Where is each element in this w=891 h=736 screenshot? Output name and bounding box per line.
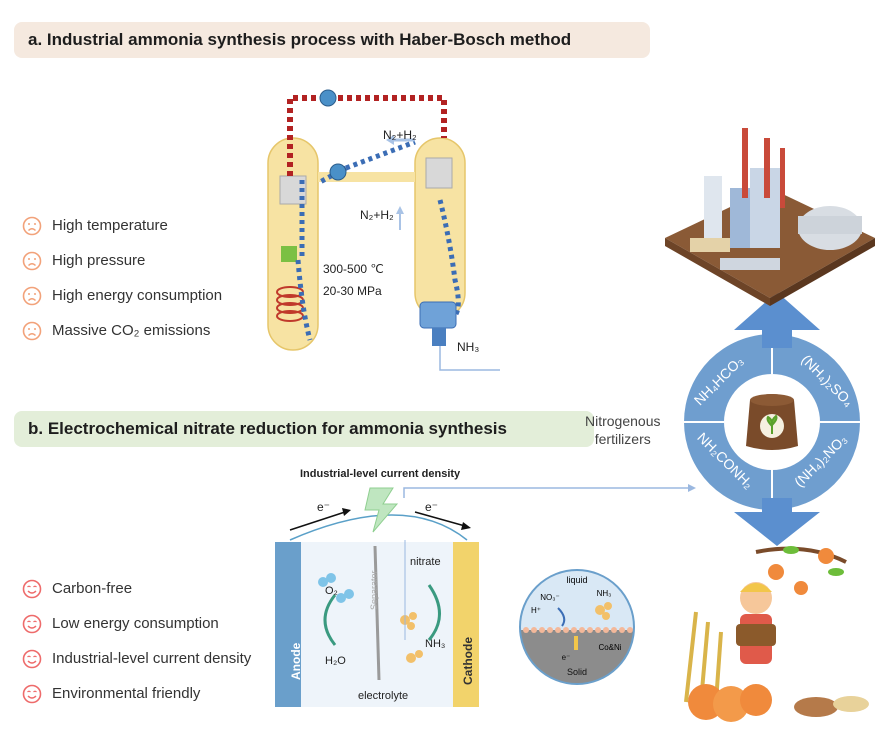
electrolyte-label: electrolyte (358, 690, 409, 702)
product-line (439, 346, 500, 371)
fertilizer-caption-line1: Nitrogenous (585, 413, 661, 429)
drawback-label: High pressure (52, 252, 146, 269)
electron-right-label: e⁻ (425, 500, 439, 514)
farm-harvest-illustration (684, 546, 869, 722)
advantage-item: Environmental friendly (22, 676, 251, 711)
advantage-item: Carbon-free (22, 571, 251, 606)
drawback-label: High temperature (52, 217, 168, 234)
arrow-to-farm (734, 498, 820, 546)
separator-membrane (373, 545, 381, 681)
electron-left-label: e⁻ (317, 500, 331, 514)
electron-arrow-right (414, 511, 466, 527)
drawback-label: High energy consumption (52, 287, 223, 304)
fertilizer-caption-line2: fertilizers (594, 431, 651, 447)
reactor-vessel-left (267, 137, 319, 351)
electrode-surface-inset: liquid NO₃⁻ H⁺ NH₃ Co&Ni e⁻ Solid (519, 569, 635, 685)
nh3-cell-label: NH₃ (425, 638, 446, 650)
inset-ammonia-label: NH₃ (597, 589, 612, 598)
advantage-label: Industrial-level current density (52, 650, 252, 667)
anode-label: Anode (289, 642, 303, 680)
cathode-label: Cathode (461, 637, 475, 685)
heat-exchanger (425, 157, 453, 189)
ammonia-product-label: NH₃ (457, 340, 480, 354)
industrial-plant-illustration (665, 128, 875, 306)
inset-electron-label: e⁻ (562, 653, 571, 662)
drawback-item: Massive CO₂ emissions (22, 313, 222, 348)
pressure-label: 20-30 MPa (323, 284, 382, 298)
catalyst-atoms (523, 627, 633, 633)
ammonia-separator (419, 301, 457, 329)
drawback-item: High energy consumption (22, 278, 222, 313)
advantage-label: Carbon-free (52, 580, 133, 597)
inset-liquid-label: liquid (566, 575, 587, 585)
haber-bosch-reactor (267, 89, 500, 371)
connecting-pipe (318, 172, 415, 182)
sad-face-icon (22, 216, 42, 235)
smile-face-icon (22, 614, 42, 633)
advantage-label: Low energy consumption (52, 615, 219, 632)
heater-coil (276, 286, 304, 322)
lightning-icon (364, 487, 399, 533)
cathode-electrode (453, 542, 479, 707)
cell-to-fertilizer-line (403, 484, 696, 498)
temperature-label: 300-500 ℃ (323, 262, 384, 276)
advantages-list: Carbon-free Low energy consumption Indus… (22, 571, 251, 711)
electron-arrow-left (289, 511, 346, 531)
smile-face-icon (22, 684, 42, 703)
section-a-title: a. Industrial ammonia synthesis process … (14, 22, 650, 58)
hot-gas-loop (287, 95, 447, 176)
advantage-item: Industrial-level current density (22, 641, 251, 676)
sad-face-icon (22, 286, 42, 305)
nitrate-label: nitrate (410, 556, 441, 568)
catalyst-zone (281, 246, 297, 262)
valve-middle (329, 163, 347, 181)
anode-reaction-arrow (323, 594, 337, 646)
separator-label: Separator (369, 570, 379, 610)
cathode-reaction-arrow (427, 584, 441, 641)
o2-label: O₂ (325, 585, 338, 597)
gas-label-top: N₂+H₂ (383, 128, 417, 142)
inset-catalyst-label: Co&Ni (598, 643, 621, 652)
fertilizer-wheel: NH₄HCO₃ (NH₄)₂SO₄ (NH₄)₂NO₃ NH₂CONH₂ (684, 334, 860, 510)
h2o-label: H₂O (325, 655, 346, 667)
anode-electrode (275, 542, 301, 707)
smile-face-icon (22, 649, 42, 668)
drawback-label: Massive CO₂ emissions (52, 322, 211, 339)
drawback-item: High temperature (22, 208, 222, 243)
inset-nitrate-label: NO₃⁻ (540, 593, 559, 602)
advantage-label: Environmental friendly (52, 685, 201, 702)
gas-label-mid: N₂+H₂ (360, 208, 394, 222)
fertilizer-caption: Nitrogenous fertilizers (585, 412, 661, 448)
ammonia-collector (432, 328, 446, 346)
advantage-item: Low energy consumption (22, 606, 251, 641)
drawbacks-list: High temperature High pressure High ener… (22, 208, 222, 348)
sad-face-icon (22, 251, 42, 270)
drawback-item: High pressure (22, 243, 222, 278)
inset-solid-label: Solid (567, 667, 587, 677)
external-circuit (289, 514, 468, 541)
current-density-label: Industrial-level current density (300, 468, 461, 480)
fertilizer-bag-icon (746, 394, 798, 450)
section-b-title: b. Electrochemical nitrate reduction for… (14, 411, 594, 447)
inset-proton-label: H⁺ (531, 606, 541, 615)
electrochemical-cell: Anode Cathode Separator (275, 487, 479, 707)
sad-face-icon (22, 321, 42, 340)
valve-top (319, 89, 337, 107)
arrow-to-industry (734, 292, 820, 348)
smile-face-icon (22, 579, 42, 598)
